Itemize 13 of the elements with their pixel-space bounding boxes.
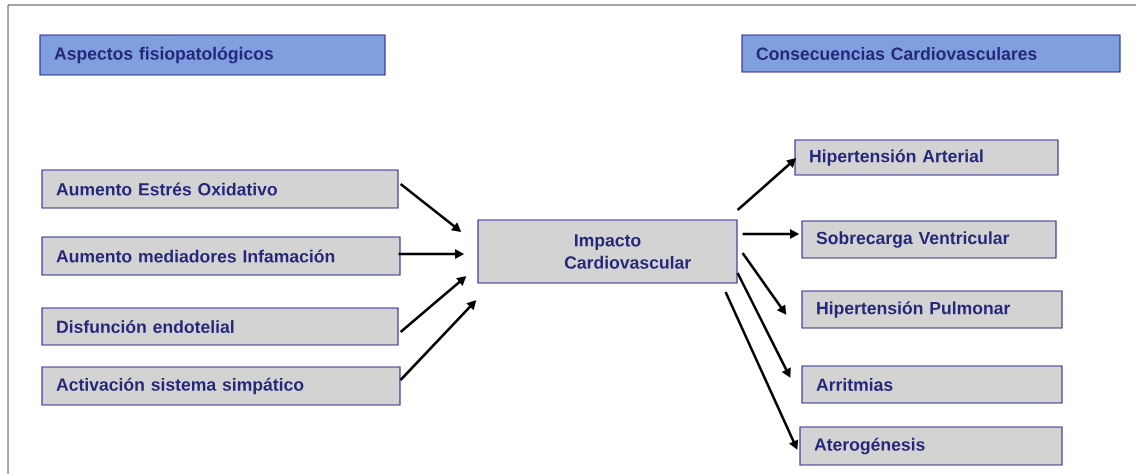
process-box: Aumento Estrés Oxidativo	[41, 169, 399, 209]
heading-box: Aspectos fisiopatológicos	[39, 34, 386, 76]
heading-box: Consecuencias Cardiovasculares	[741, 34, 1121, 73]
central-box: Impacto Cardiovascular	[477, 219, 738, 284]
process-box: Hipertensión Arterial	[794, 139, 1059, 176]
process-box: Arritmias	[801, 365, 1063, 404]
process-box: Sobrecarga Ventricular	[801, 220, 1057, 259]
process-box: Aterogénesis	[799, 426, 1063, 466]
process-box: Aumento mediadores Infamación	[41, 236, 401, 276]
process-box: Activación sistema simpático	[41, 366, 401, 406]
arrow	[741, 252, 787, 315]
process-box: Disfunción endotelial	[41, 307, 399, 346]
process-box: Hipertensión Pulmonar	[801, 290, 1063, 329]
